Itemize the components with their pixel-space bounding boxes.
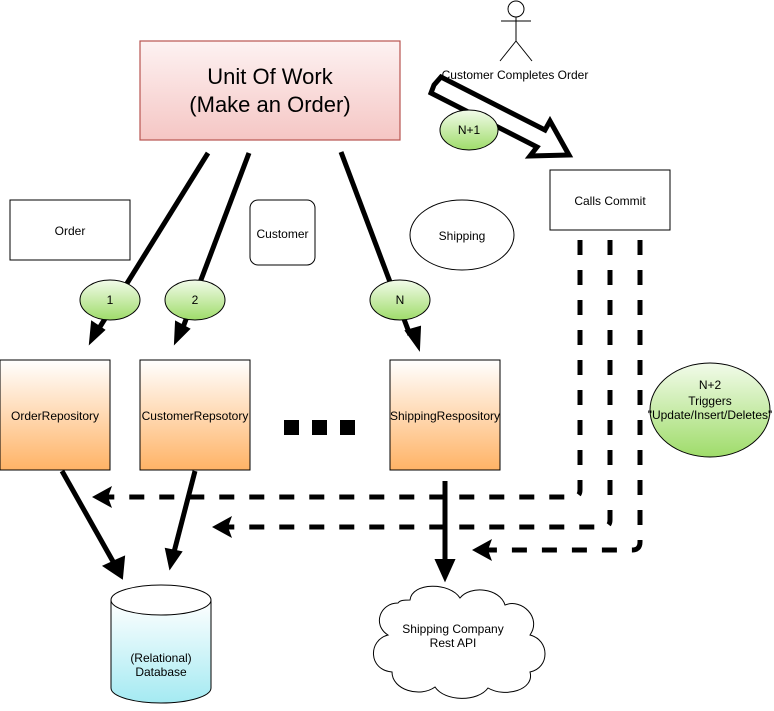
relational-database-cylinder[interactable]: (Relational) Database bbox=[110, 584, 212, 704]
calls-commit-box[interactable]: Calls Commit bbox=[549, 169, 671, 231]
customer-repo-to-database-arrow[interactable] bbox=[164, 470, 198, 571]
actor-leg-left-icon bbox=[499, 40, 517, 62]
shipping-api-label-line2: Rest API bbox=[430, 636, 477, 650]
unit-of-work-box[interactable]: Unit Of Work (Make an Order) bbox=[139, 40, 401, 141]
step-n-badge[interactable]: N bbox=[369, 279, 431, 321]
arrowhead-icon bbox=[101, 555, 126, 580]
actor-label: Customer Completes Order bbox=[442, 68, 589, 82]
arrowhead-icon bbox=[212, 516, 232, 538]
arrowhead-icon bbox=[472, 539, 492, 561]
step-1-badge[interactable]: 1 bbox=[79, 279, 141, 321]
customer-repository-label: CustomerRepsotory bbox=[142, 409, 249, 423]
commit-to-order-repo-dashed-arrow[interactable] bbox=[92, 240, 583, 508]
unit-of-work-subtitle: (Make an Order) bbox=[189, 92, 350, 117]
database-label-line1: (Relational) bbox=[130, 651, 191, 665]
customer-actor[interactable]: Customer Completes Order bbox=[442, 0, 589, 82]
actor-leg-right-icon bbox=[515, 40, 533, 62]
ellipsis-dot-icon bbox=[312, 420, 327, 435]
order-entity-box[interactable]: Order bbox=[9, 199, 131, 261]
database-label-line2: Database bbox=[135, 665, 187, 679]
shipping-repository-label: ShippingRespository bbox=[390, 409, 500, 423]
customer-entity-box[interactable]: Customer bbox=[249, 199, 316, 266]
order-repository-label: OrderRepository bbox=[11, 409, 99, 423]
customer-entity-label: Customer bbox=[256, 227, 308, 241]
step-n-plus-1-label: N+1 bbox=[458, 123, 481, 137]
step-n-plus-2-line1: N+2 bbox=[699, 378, 722, 392]
unit-of-work-title: Unit Of Work bbox=[207, 64, 334, 89]
step-n-plus-2-line2: Triggers bbox=[688, 394, 732, 408]
step-1-label: 1 bbox=[107, 293, 114, 307]
arrowhead-icon bbox=[88, 320, 106, 346]
calls-commit-label: Calls Commit bbox=[574, 194, 646, 208]
order-repo-to-database-arrow[interactable] bbox=[59, 469, 126, 580]
commit-to-customer-repo-dashed-arrow[interactable] bbox=[212, 240, 613, 538]
shipping-api-label-line1: Shipping Company bbox=[402, 622, 503, 636]
arrowhead-icon bbox=[164, 547, 183, 571]
ellipsis-dot-icon bbox=[340, 420, 355, 435]
shipping-company-api-cloud[interactable]: Shipping Company Rest API bbox=[373, 585, 546, 699]
ellipsis-dot-icon bbox=[284, 420, 299, 435]
arrowhead-icon bbox=[92, 486, 112, 508]
shipping-entity-label: Shipping bbox=[439, 229, 486, 243]
step-n-plus-2-badge[interactable]: N+2 Triggers "Update/Insert/Deletes" bbox=[648, 362, 773, 458]
arrowhead-icon bbox=[404, 325, 422, 352]
shipping-repository-box[interactable]: ShippingRespository bbox=[389, 359, 501, 471]
customer-repository-box[interactable]: CustomerRepsotory bbox=[139, 359, 251, 471]
shipping-entity-ellipse[interactable]: Shipping bbox=[409, 199, 515, 271]
actor-head-icon bbox=[507, 0, 525, 18]
commit-to-shipping-api-dashed-arrow[interactable] bbox=[472, 240, 643, 561]
ellipsis-more-repositories bbox=[284, 420, 355, 435]
arrowhead-icon bbox=[434, 559, 456, 583]
order-entity-label: Order bbox=[55, 224, 86, 238]
shipping-repo-to-api-arrow[interactable] bbox=[434, 481, 456, 583]
arrowhead-icon bbox=[173, 320, 191, 346]
step-2-label: 2 bbox=[192, 293, 199, 307]
step-n-plus-1-badge[interactable]: N+1 bbox=[439, 109, 499, 151]
step-n-plus-2-line3: "Update/Insert/Deletes" bbox=[648, 408, 773, 422]
step-2-badge[interactable]: 2 bbox=[164, 279, 226, 321]
order-repository-box[interactable]: OrderRepository bbox=[0, 359, 111, 471]
step-n-label: N bbox=[396, 293, 405, 307]
